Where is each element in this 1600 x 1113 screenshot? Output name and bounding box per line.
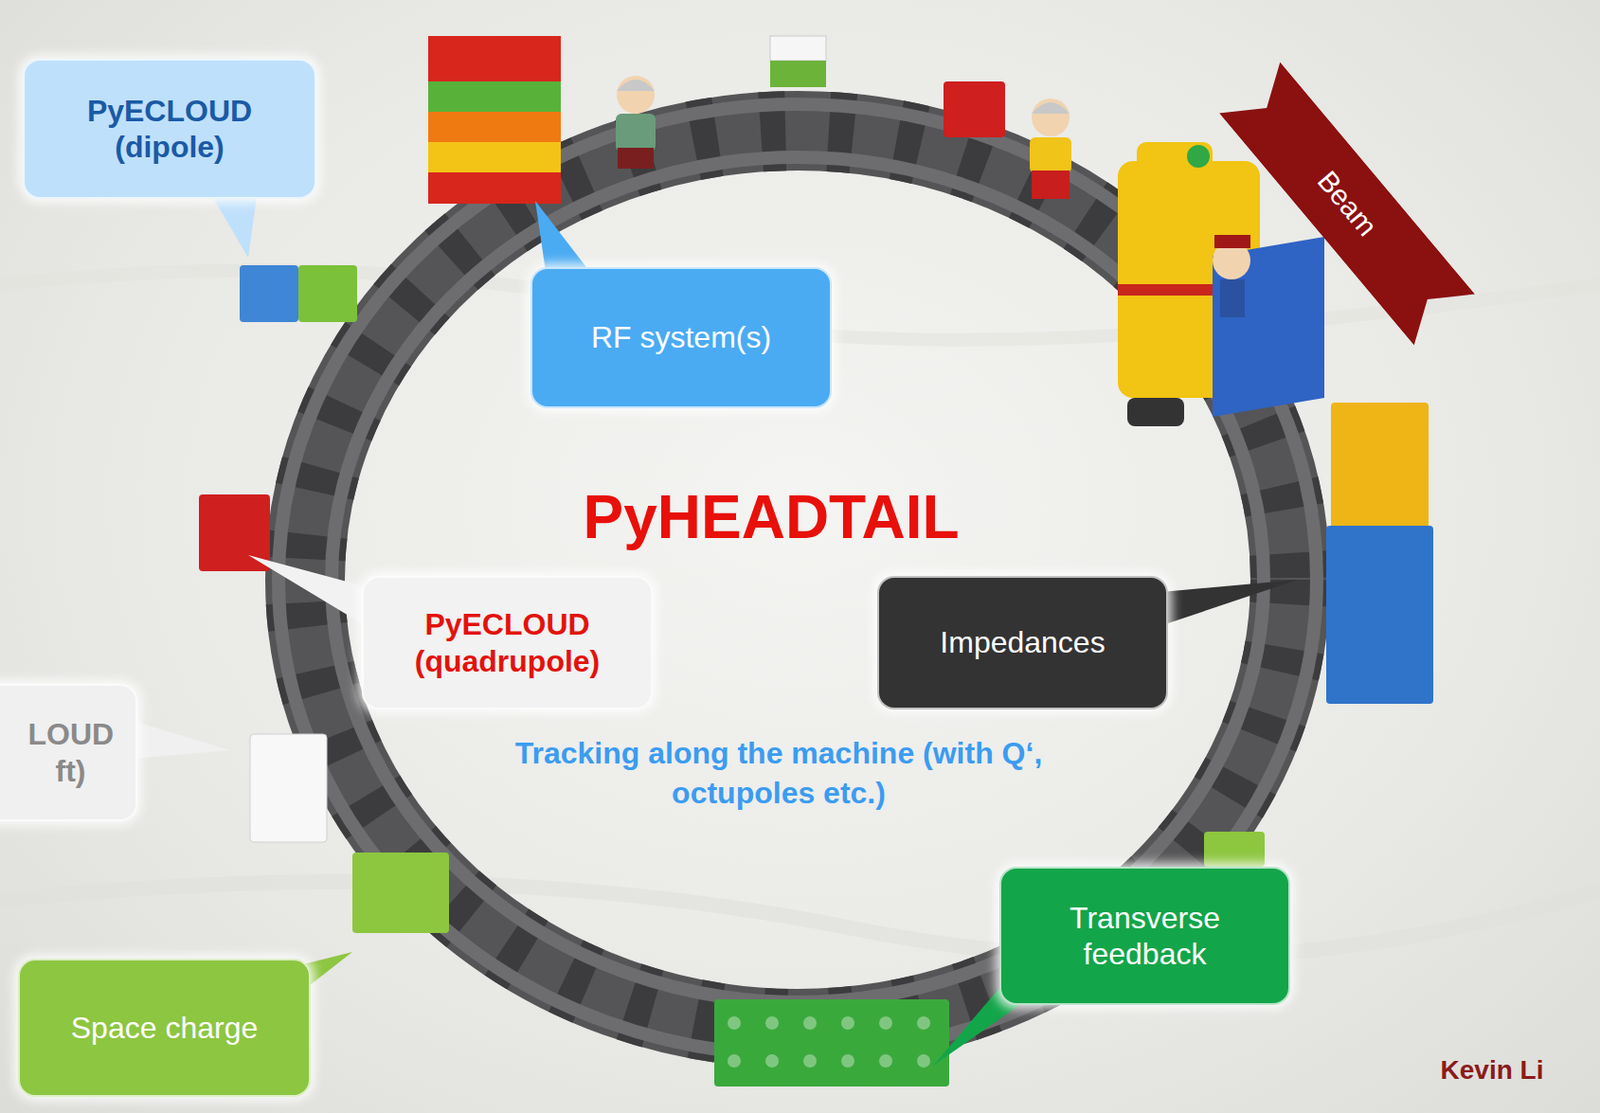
callout-box: PyECLOUD (quadrupole) [361, 575, 653, 710]
diagram-title: PyHEADTAIL [582, 478, 959, 558]
callout-text: Space charge [71, 1009, 258, 1046]
callout-box: RF system(s) [530, 267, 832, 409]
callout-text: LOUD ft) [28, 716, 114, 790]
beam-ribbon: Beam [1219, 61, 1475, 345]
callout-text: Impedances [939, 624, 1105, 661]
callout-tails [123, 189, 1298, 1066]
callout-box: PyECLOUD (dipole) [22, 58, 317, 199]
callout-box: Transverse feedback [999, 866, 1291, 1006]
figures [615, 75, 1072, 199]
callout-box: Impedances [877, 575, 1169, 710]
track [278, 104, 1317, 1056]
tracking-note: Tracking along the machine (with Q‘, oct… [513, 734, 1044, 813]
callout-text: Transverse feedback [1036, 899, 1255, 973]
callout-box: LOUD ft) [0, 683, 138, 822]
author-credit: Kevin Li [1397, 1053, 1587, 1088]
callout-text: PyECLOUD (quadrupole) [389, 606, 627, 680]
callout-box: Space charge [17, 958, 311, 1097]
callout-text: RF system(s) [591, 319, 772, 356]
callout-text: PyECLOUD (dipole) [74, 92, 265, 166]
bricks [198, 35, 1434, 1087]
